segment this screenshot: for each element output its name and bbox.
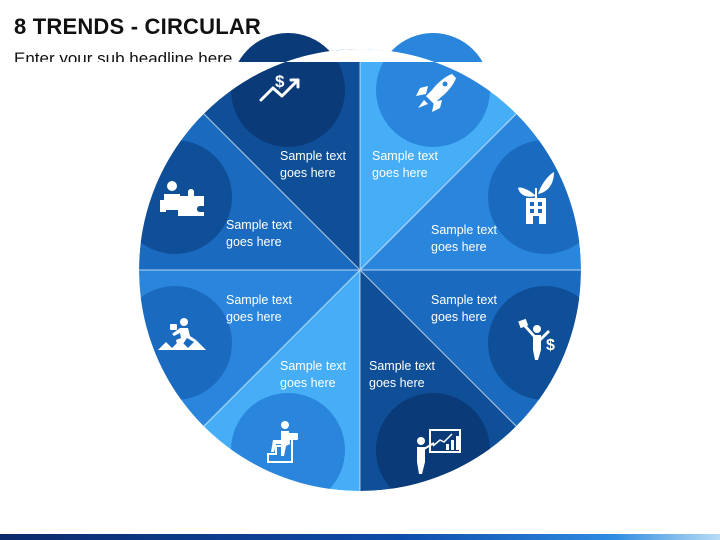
segment-left-lower-line1: Sample text [226,293,293,307]
svg-text:$: $ [275,72,285,91]
segment-top-left-line2: goes here [280,166,336,180]
presentation-chart-icon [417,429,461,474]
running-businessman-icon [158,318,206,350]
dollar-growth-icon: $ [259,72,300,102]
segment-bottom-right-line1: Sample text [369,359,436,373]
page-title: 8 TRENDS - CIRCULAR [14,14,262,39]
segment-left-lower-line2: goes here [226,310,282,324]
segment-left-upper-line2: goes here [226,235,282,249]
outer-mask [0,49,720,534]
businessman-dollar-icon: $ [518,318,555,360]
segment-left-upper-line1: Sample text [226,218,293,232]
segment-top-right-line2: goes here [372,166,428,180]
segment-top-left-line1: Sample text [280,149,347,163]
segment-right-lower-line2: goes here [431,310,487,324]
segment-right-lower-line1: Sample text [431,293,498,307]
segment-bottom-right-line2: goes here [369,376,425,390]
segment-right-upper-line2: goes here [431,240,487,254]
segment-bottom-left-line1: Sample text [280,359,347,373]
segment-right-upper-line1: Sample text [431,223,498,237]
svg-text:$: $ [546,337,555,354]
plant-building-icon [518,172,554,224]
segment-dividers [139,49,581,491]
climbing-stairs-icon [267,421,298,463]
segment-bottom-left-line2: goes here [280,376,336,390]
footer-gradient-bar [0,534,720,540]
rocket-icon [416,74,456,112]
puzzle-teamwork-icon [160,181,204,216]
segment-top-right-line1: Sample text [372,149,439,163]
